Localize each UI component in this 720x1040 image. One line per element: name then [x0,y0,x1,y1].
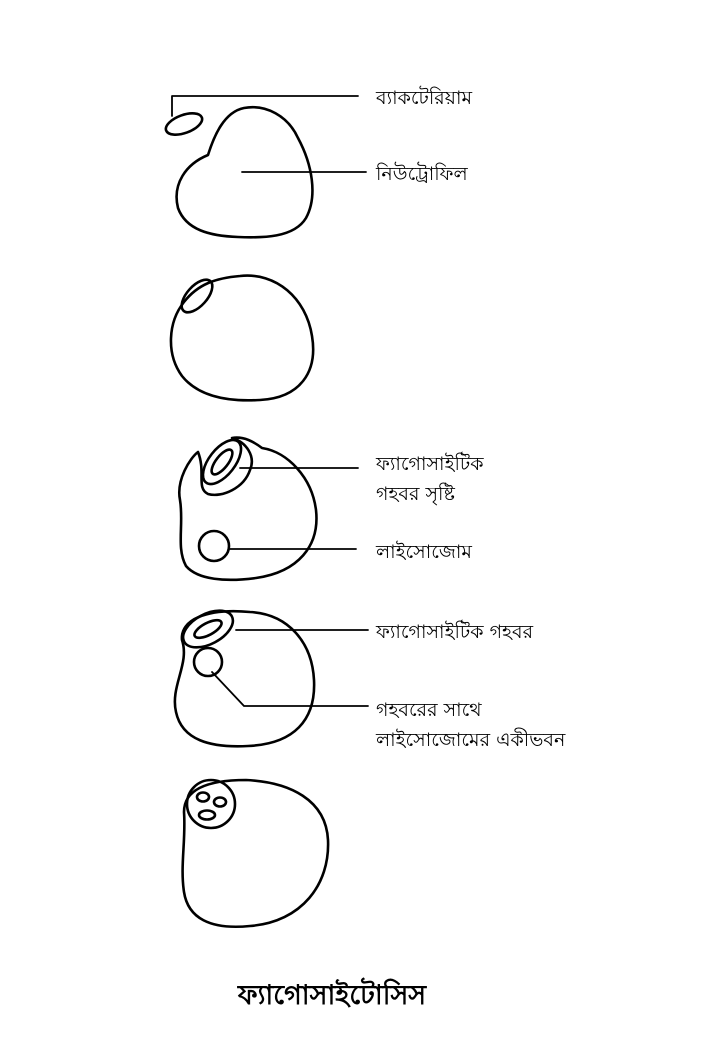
lysosome-label: লাইসোজোম [375,541,472,563]
lysosome-fusing [192,646,224,678]
bacterium [164,112,204,136]
vacuole-label: ফ্যাগোসাইটিক গহবর [375,620,534,643]
bacterium-in-vacuole [193,618,223,640]
neutrophil-cell [178,436,318,582]
fusion-label-line1: গহবরের সাথে [376,699,482,721]
vacuole-formation-label-line2: গহবর সৃষ্টি [376,483,455,505]
stage-3: ফ্যাগোসাইটিক গহবর সৃষ্টি লাইসোজোম [178,436,484,582]
fusion-label-line2: লাইসোজোমের একীভবন [375,728,566,751]
stage-2 [169,274,315,402]
stage-1: ব্যাকটেরিয়াম নিউট্রোফিল [164,86,472,239]
bacterium-leader-line [171,95,359,117]
diagram-title: ফ্যাগোসাইটোসিস [237,977,427,1011]
neutrophil-cell [181,778,330,929]
phagocytic-vacuole [181,609,235,649]
bacterium-label: ব্যাকটেরিয়াম [375,86,472,109]
phagolysosome [185,778,237,830]
digested-fragment [195,791,211,803]
neutrophil-cell [175,105,314,239]
bacterium-attached [180,278,214,314]
digested-fragment [197,809,217,821]
vacuole-formation-label-line1: ফ্যাগোসাইটিক [375,452,484,475]
stage-5 [181,778,330,929]
phagocytic-vacuole-forming [201,438,243,486]
digested-fragment [212,796,228,808]
neutrophil-label: নিউট্রোফিল [375,162,469,185]
bacterium-inside [210,448,234,476]
fusion-leader-line [211,671,369,707]
neutrophil-cell [169,274,315,402]
lysosome [197,529,231,563]
stage-4: ফ্যাগোসাইটিক গহবর গহবরের সাথে লাইসোজোমের… [173,609,566,751]
